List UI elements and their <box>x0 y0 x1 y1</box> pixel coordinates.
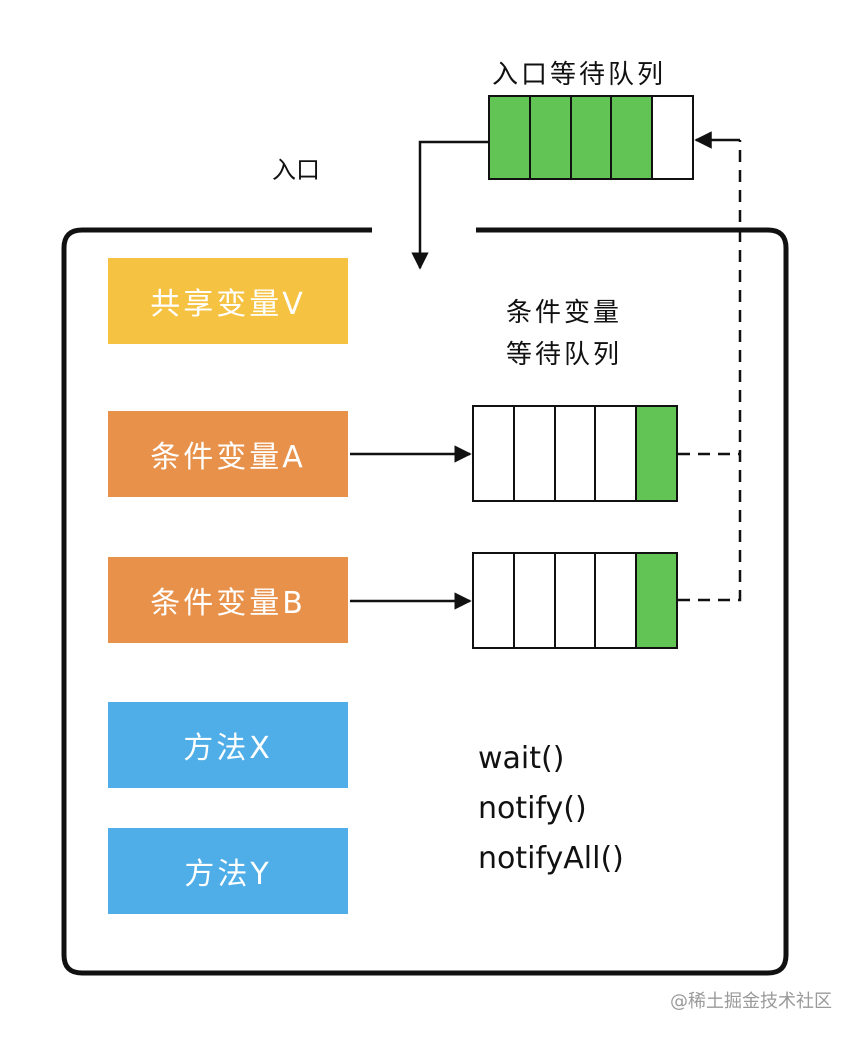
method-list: wait() notify() notifyAll() <box>478 734 624 884</box>
condition-variable-a-label: 条件变量A <box>150 440 306 475</box>
condition-queue-title-line1: 条件变量 <box>506 298 623 328</box>
condition-variable-a-box: 条件变量A <box>108 411 348 497</box>
notify-dashed-b <box>678 140 742 602</box>
condition-b-queue <box>472 552 678 649</box>
entry-arrow <box>411 140 488 270</box>
method-wait: wait() <box>478 741 565 776</box>
entry-queue-cell-1 <box>490 97 531 178</box>
condition-a-queue-cell-2 <box>515 407 556 500</box>
entry-queue-cell-3 <box>571 97 613 178</box>
entry-queue-cell-2 <box>530 97 572 178</box>
entry-queue-cell-5 <box>653 97 692 178</box>
method-x-box: 方法X <box>108 702 348 788</box>
monitor-frame <box>61 227 789 976</box>
entry-queue-cell-4 <box>612 97 654 178</box>
shared-variable-box: 共享变量V <box>108 258 348 344</box>
entry-queue-title: 入口等待队列 <box>492 60 667 90</box>
condition-b-queue-cell-1 <box>474 554 515 647</box>
condition-variable-b-box: 条件变量B <box>108 557 348 643</box>
condition-b-queue-cell-5 <box>637 554 676 647</box>
method-notify: notify() <box>478 791 587 826</box>
watermark: @稀土掘金技术社区 <box>670 991 832 1012</box>
shared-variable-label: 共享变量V <box>150 287 306 322</box>
method-y-box: 方法Y <box>108 828 348 914</box>
condition-a-queue-cell-1 <box>474 407 515 500</box>
condition-a-queue-cell-4 <box>596 407 638 500</box>
entry-queue <box>488 95 694 180</box>
entry-label: 入口 <box>272 156 320 184</box>
method-x-label: 方法X <box>183 731 273 766</box>
condition-a-queue-cell-5 <box>637 407 676 500</box>
condition-b-queue-cell-2 <box>515 554 556 647</box>
method-y-label: 方法Y <box>184 857 272 892</box>
condition-b-queue-cell-3 <box>556 554 597 647</box>
condition-queue-title-line2: 等待队列 <box>506 340 623 370</box>
condition-a-queue-cell-3 <box>556 407 597 500</box>
condition-variable-b-label: 条件变量B <box>150 586 306 621</box>
condition-a-queue <box>472 405 678 502</box>
condition-b-queue-cell-4 <box>596 554 638 647</box>
method-notify-all: notifyAll() <box>478 841 624 876</box>
